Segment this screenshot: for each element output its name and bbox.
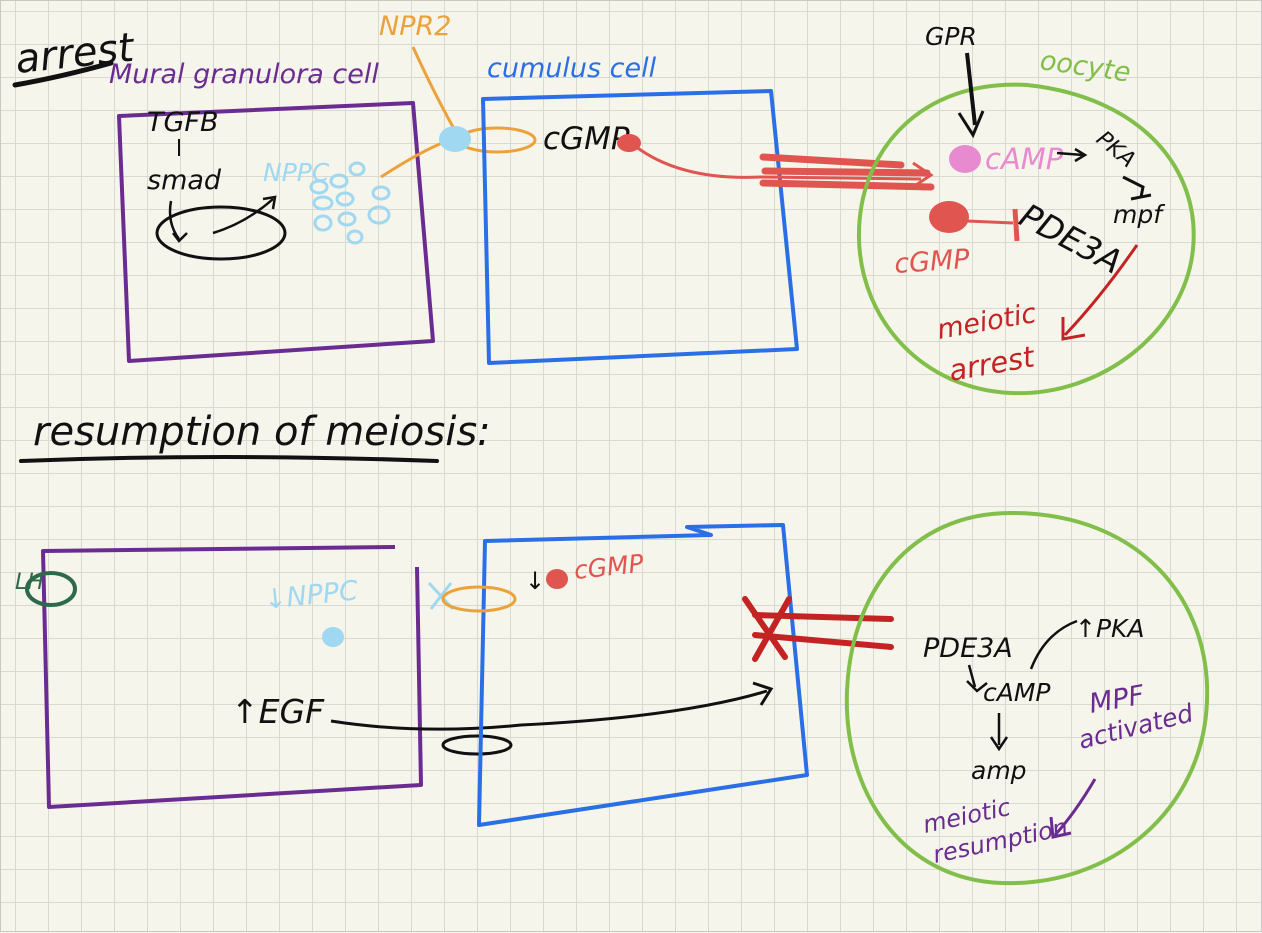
pde3a-label: PDE3A [1013, 196, 1128, 282]
gpr-arrowhead [959, 111, 983, 135]
oocyte-label: oocyte [1038, 45, 1132, 88]
npr2-label: NPR2 [379, 11, 451, 42]
egf-signal-arrow [331, 691, 767, 729]
mpf-label: mpf [1113, 200, 1165, 229]
npr2-pointer [413, 47, 453, 127]
smad-label: smad [147, 165, 222, 196]
cumulus-cell-label: cumulus cell [487, 53, 657, 84]
cgmp-label-2: cGMP [573, 549, 646, 585]
camp-to-pka-line [1031, 621, 1077, 669]
pka-inhibit-bar [1131, 195, 1151, 199]
cgmp-down-arrow: ↓ [525, 567, 545, 595]
nppc-to-npr2-line [381, 141, 447, 177]
cgmp-dot-2 [546, 569, 568, 589]
cgmp-cumulus-label: cGMP [543, 121, 630, 157]
camp-dot [949, 145, 981, 173]
nppc-bound-ligand [439, 126, 471, 152]
lh-label: LH [15, 570, 44, 595]
pde3a-label-2: PDE3A [923, 633, 1013, 664]
camp-label: cAMP [985, 142, 1064, 176]
gpr-label: GPR [925, 22, 977, 51]
gap-junction-closed [745, 599, 891, 659]
resumption-heading-underline [21, 457, 437, 461]
pka-inhibits-mpf [1123, 177, 1143, 197]
nucleus-arrow-out [213, 199, 273, 233]
mural-cell-label: Mural granulora cell [109, 59, 379, 90]
smad-arrow-in-head [173, 233, 187, 241]
arrest-section: arrest Mural granulora cell TGFB smad NP… [13, 11, 1193, 393]
nppc-label: NPPC [263, 158, 330, 187]
amp-label: amp [971, 756, 1027, 785]
mural-cell-box [119, 103, 433, 361]
pka-label: PKA [1091, 126, 1140, 173]
camp-label-2: cAMP [983, 678, 1051, 707]
egf-up-label: ↑EGF [231, 692, 325, 731]
meiotic-arrest-line2: arrest [946, 339, 1038, 388]
cgmp-oocyte-label: cGMP [893, 244, 971, 280]
pka-label-2: ↑PKA [1075, 614, 1145, 643]
mural-cell-box-2 [43, 547, 421, 807]
nppc-down-label: ↓NPPC [262, 575, 359, 616]
cgmp-inhibits-pde3a [967, 221, 1013, 223]
nppc-dot-2 [322, 627, 344, 647]
resumption-section: resumption of meiosis: LH ↓NPPC ↑EGF ↓ c… [15, 409, 1207, 883]
meiotic-arrest-line1: meiotic [935, 298, 1039, 346]
egf-receptor [443, 736, 511, 754]
cgmp-oocyte-dot [929, 201, 969, 233]
npr2-receptor-2 [443, 587, 515, 611]
resumption-heading: resumption of meiosis: [33, 409, 491, 455]
gap-junction-marks [763, 157, 931, 187]
cumulus-cell-box [483, 91, 797, 363]
tgfb-label: TGFB [147, 107, 218, 138]
